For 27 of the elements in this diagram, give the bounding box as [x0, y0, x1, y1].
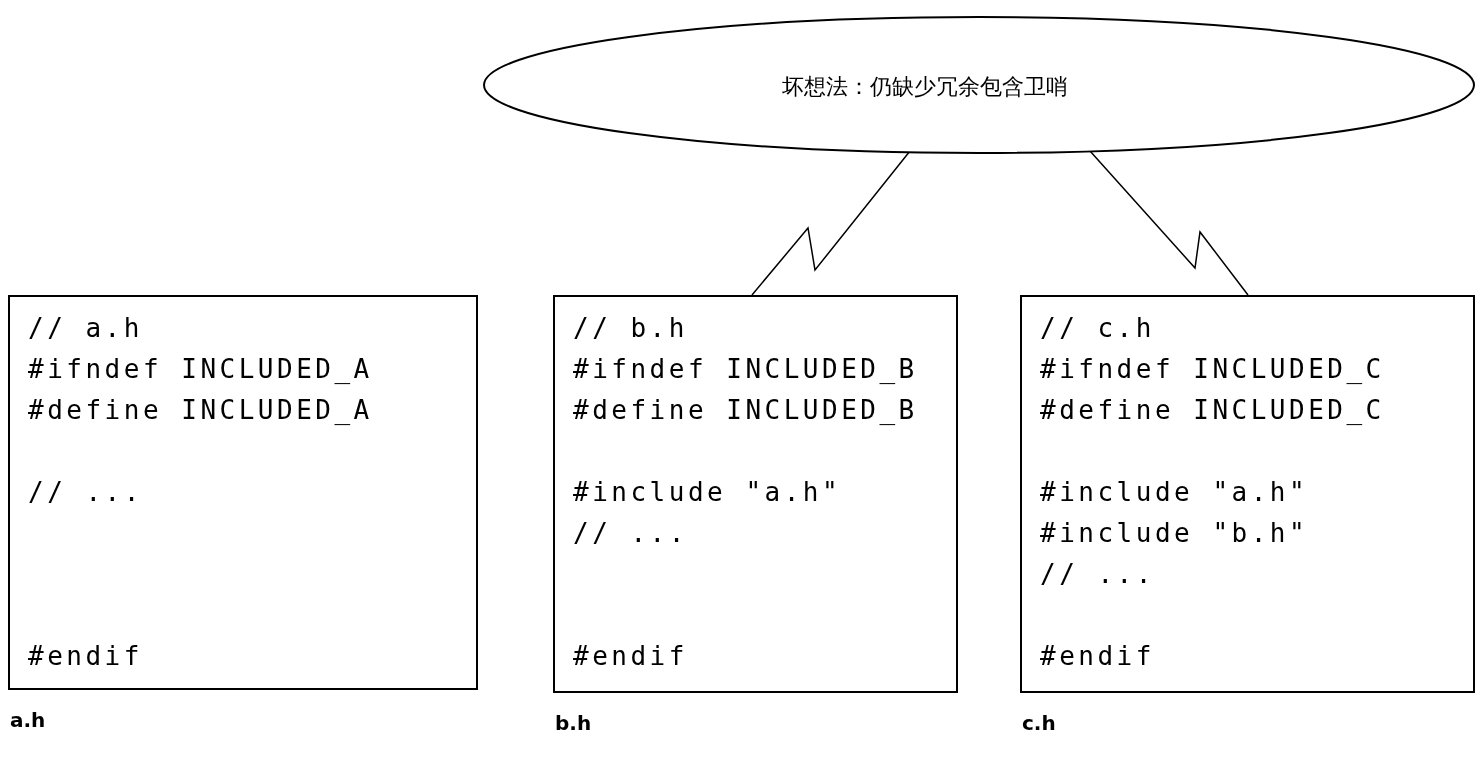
callout-line — [751, 150, 911, 296]
note-text: 坏想法：仍缺少冗余包含卫哨 — [782, 73, 1068, 101]
file-caption: c.h — [1022, 713, 1056, 733]
file-caption: b.h — [555, 713, 592, 733]
callout-line — [1089, 150, 1249, 296]
code-line: #include "a.h" — [1040, 479, 1309, 505]
code-line: #endif — [1040, 643, 1155, 669]
code-box — [1020, 295, 1475, 693]
code-line: #define INCLUDED_A — [28, 397, 373, 423]
code-line: #ifndef INCLUDED_C — [1040, 356, 1385, 382]
code-line: // ... — [28, 479, 143, 505]
code-box — [553, 295, 958, 693]
code-line: #define INCLUDED_B — [573, 397, 918, 423]
file-caption: a.h — [10, 710, 46, 730]
code-line: #define INCLUDED_C — [1040, 397, 1385, 423]
code-line: #endif — [28, 643, 143, 669]
code-line: #endif — [573, 643, 688, 669]
code-line: // ... — [1040, 561, 1155, 587]
code-line: #ifndef INCLUDED_B — [573, 356, 918, 382]
code-line: // c.h — [1040, 315, 1155, 341]
code-box — [8, 295, 478, 690]
code-line: #include "a.h" — [573, 479, 842, 505]
code-line: #include "b.h" — [1040, 520, 1309, 546]
code-line: // ... — [573, 520, 688, 546]
code-line: // b.h — [573, 315, 688, 341]
code-line: // a.h — [28, 315, 143, 341]
code-line: #ifndef INCLUDED_A — [28, 356, 373, 382]
